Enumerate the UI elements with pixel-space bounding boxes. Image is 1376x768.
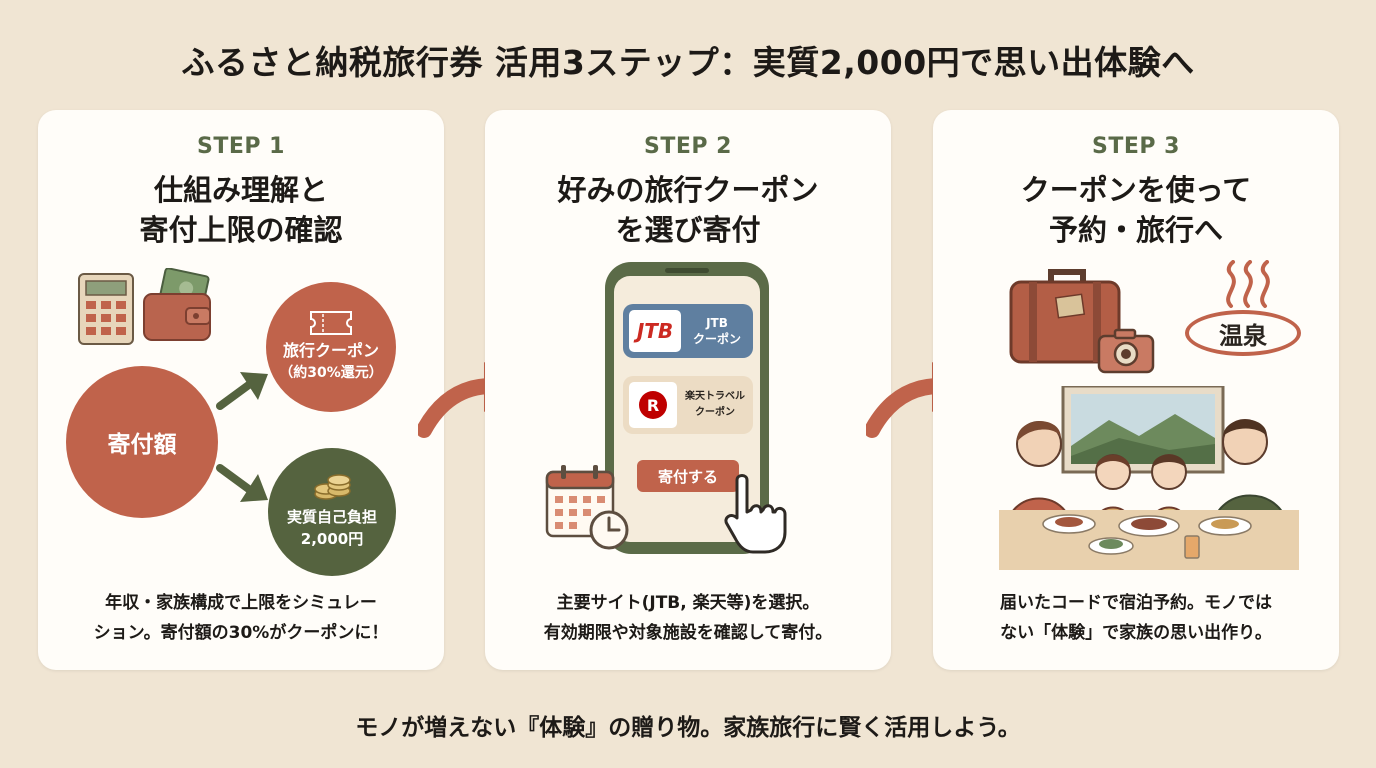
self-burden-circle: 実質自己負担 2,000円 xyxy=(268,448,396,576)
jtb-coupon-card[interactable]: JTB JTB クーポン xyxy=(623,304,753,358)
step-1-label: STEP 1 xyxy=(197,134,285,159)
step-2-heading: 好みの旅行クーポン を選び寄付 xyxy=(485,170,891,250)
onsen-badge: 温泉 xyxy=(1185,310,1301,356)
step-2-desc-line1: 主要サイト(JTB, 楽天等)を選択。 xyxy=(556,593,820,613)
step-2-desc-line2: 有効期限や対象施設を確認して寄付。 xyxy=(543,623,833,643)
footer-tagline: モノが増えない『体験』の贈り物。家族旅行に賢く活用しよう。 xyxy=(355,715,1021,741)
calculator-icon xyxy=(78,273,134,345)
step-3-description: 届いたコードで宿泊予約。モノでは ない「体験」で家族の思い出作り。 xyxy=(943,588,1329,648)
donation-amount-label: 寄付額 xyxy=(107,432,177,458)
self-burden-line2: 2,000円 xyxy=(300,530,364,548)
family-dining-illustration xyxy=(999,386,1299,570)
travel-coupon-circle: 旅行クーポン （約30%還元） xyxy=(266,282,396,412)
donation-amount-circle: 寄付額 xyxy=(66,366,218,518)
step-3-heading: クーポンを使って 予約・旅行へ xyxy=(933,170,1339,250)
jtb-card-line1: JTB xyxy=(706,316,728,330)
step-2-description: 主要サイト(JTB, 楽天等)を選択。 有効期限や対象施設を確認して寄付。 xyxy=(495,588,881,648)
step-3-label: STEP 3 xyxy=(1092,134,1180,159)
step-2-heading-line2: を選び寄付 xyxy=(615,213,761,247)
arrow-up-right-icon xyxy=(216,372,268,410)
travel-coupon-line1: 旅行クーポン xyxy=(282,341,379,360)
page-title: ふるさと納税旅行券 活用3ステップ：実質2,000円で思い出体験へ xyxy=(181,43,1195,82)
step-1-heading: 仕組み理解と 寄付上限の確認 xyxy=(38,170,444,250)
step-1-desc-line2: ション。寄付額の30%がクーポンに！ xyxy=(93,623,389,643)
onsen-steam-icon xyxy=(1226,260,1270,308)
arrow-down-right-icon xyxy=(216,464,268,502)
step-3-desc-line2: ない「体験」で家族の思い出作り。 xyxy=(1000,623,1272,643)
rakuten-logo-mark: R xyxy=(639,391,667,419)
step-1-desc-line1: 年収・家族構成で上限をシミュレー xyxy=(105,593,377,613)
step-1-heading-line1: 仕組み理解と xyxy=(153,173,328,207)
camera-icon xyxy=(1097,328,1155,374)
donate-button[interactable]: 寄付する xyxy=(637,460,739,492)
step-1-description: 年収・家族構成で上限をシミュレー ション。寄付額の30%がクーポンに！ xyxy=(48,588,434,648)
step-1-heading-line2: 寄付上限の確認 xyxy=(139,213,343,247)
rakuten-card-line2: クーポン xyxy=(695,407,735,418)
rakuten-coupon-card[interactable]: R 楽天トラベル クーポン xyxy=(623,376,753,434)
jtb-logo: JTB xyxy=(629,310,681,352)
step-3-heading-line1: クーポンを使って xyxy=(1020,173,1252,207)
calendar-icon xyxy=(545,465,629,550)
step-3-heading-line2: 予約・旅行へ xyxy=(1048,213,1223,247)
travel-coupon-line2: （約30%還元） xyxy=(279,365,383,381)
rakuten-logo: R xyxy=(629,382,677,428)
step-3-card: STEP 3 クーポンを使って 予約・旅行へ 温泉 xyxy=(933,110,1339,670)
coins-icon xyxy=(314,474,351,500)
step-1-card: STEP 1 仕組み理解と 寄付上限の確認 寄付額 xyxy=(38,110,444,670)
suitcase-icon xyxy=(1009,269,1121,364)
step-2-label: STEP 2 xyxy=(644,134,732,159)
self-burden-line1: 実質自己負担 xyxy=(286,508,377,526)
pointing-hand-icon xyxy=(724,474,787,554)
wallet-icon xyxy=(143,268,211,341)
step-3-desc-line1: 届いたコードで宿泊予約。モノでは xyxy=(1000,593,1272,613)
jtb-card-line2: クーポン xyxy=(692,332,741,346)
step-2-heading-line1: 好みの旅行クーポン xyxy=(557,173,819,207)
step-2-card: STEP 2 好みの旅行クーポン を選び寄付 JTB JTB クーポン R 楽天… xyxy=(485,110,891,670)
phone-speaker xyxy=(665,268,709,273)
ticket-icon xyxy=(310,311,352,335)
rakuten-card-line1: 楽天トラベル xyxy=(685,391,745,402)
